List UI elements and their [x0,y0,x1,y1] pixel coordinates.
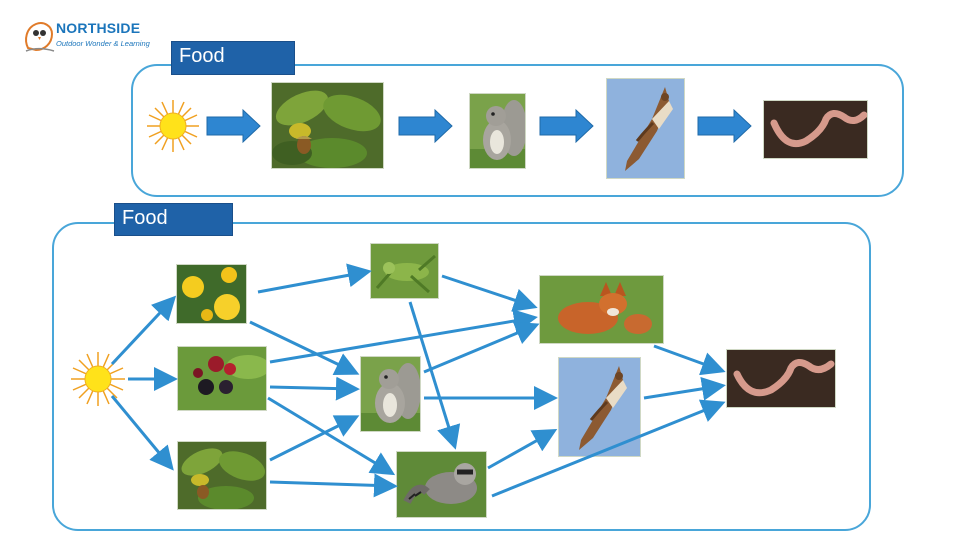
logo-subtitle: Outdoor Wonder & Learning [56,39,150,48]
arrow-blackberry-squirrel [269,376,360,401]
arrow-hawk-worm [643,376,726,401]
hawk-photo [606,78,685,179]
fox-photo [539,275,664,344]
arrow-fox-worm [653,344,726,376]
earthworm-photo [763,100,868,159]
oak-acorn-photo-web [177,441,267,510]
squirrel-photo-web [360,356,421,432]
arrow-oak-squirrel [269,415,360,462]
food-web-label: Food [114,203,233,236]
earthworm-photo-web [726,349,836,408]
sun-icon [147,100,199,152]
oak-acorn-photo [271,82,384,169]
squirrel-photo [469,93,526,169]
arrow-grasshopper-raccoon [408,301,461,450]
arrow-raccoon-worm [491,399,726,498]
raccoon-photo [396,451,487,518]
arrow-grasshopper-fox [441,274,538,312]
logo-title: NORTHSIDE [56,20,141,36]
arrow-dandelion-grasshopper [257,263,372,294]
food-chain-panel [131,64,904,197]
arrow-squirrel-fox [423,321,540,374]
hawk-photo-web [558,357,641,457]
northside-logo: NORTHSIDE Outdoor Wonder & Learning [22,18,152,58]
food-chain-label-text: Food [179,45,225,67]
owl-logo-icon [25,22,55,52]
food-web-label-text: Food [122,207,168,229]
chain-arrow-3 [539,108,594,144]
chain-arrow-4 [697,108,752,144]
arrow-oak-raccoon [269,473,398,498]
dandelion-photo [176,264,247,324]
sun-icon-web [71,352,125,406]
chain-arrow-2 [398,108,453,144]
arrow-dandelion-squirrel [249,320,360,376]
arrow-blackberry-fox [269,309,538,364]
food-web-panel [52,222,871,531]
arrow-sun-oak [110,395,174,471]
blackberry-photo [177,346,267,411]
arrow-raccoon-hawk [487,429,558,470]
arrow-blackberry-raccoon [267,396,396,476]
arrow-sun-dandelion [110,295,177,366]
grasshopper-photo [370,243,439,299]
chain-arrow-1 [206,108,261,144]
food-chain-label: Food [171,41,295,75]
